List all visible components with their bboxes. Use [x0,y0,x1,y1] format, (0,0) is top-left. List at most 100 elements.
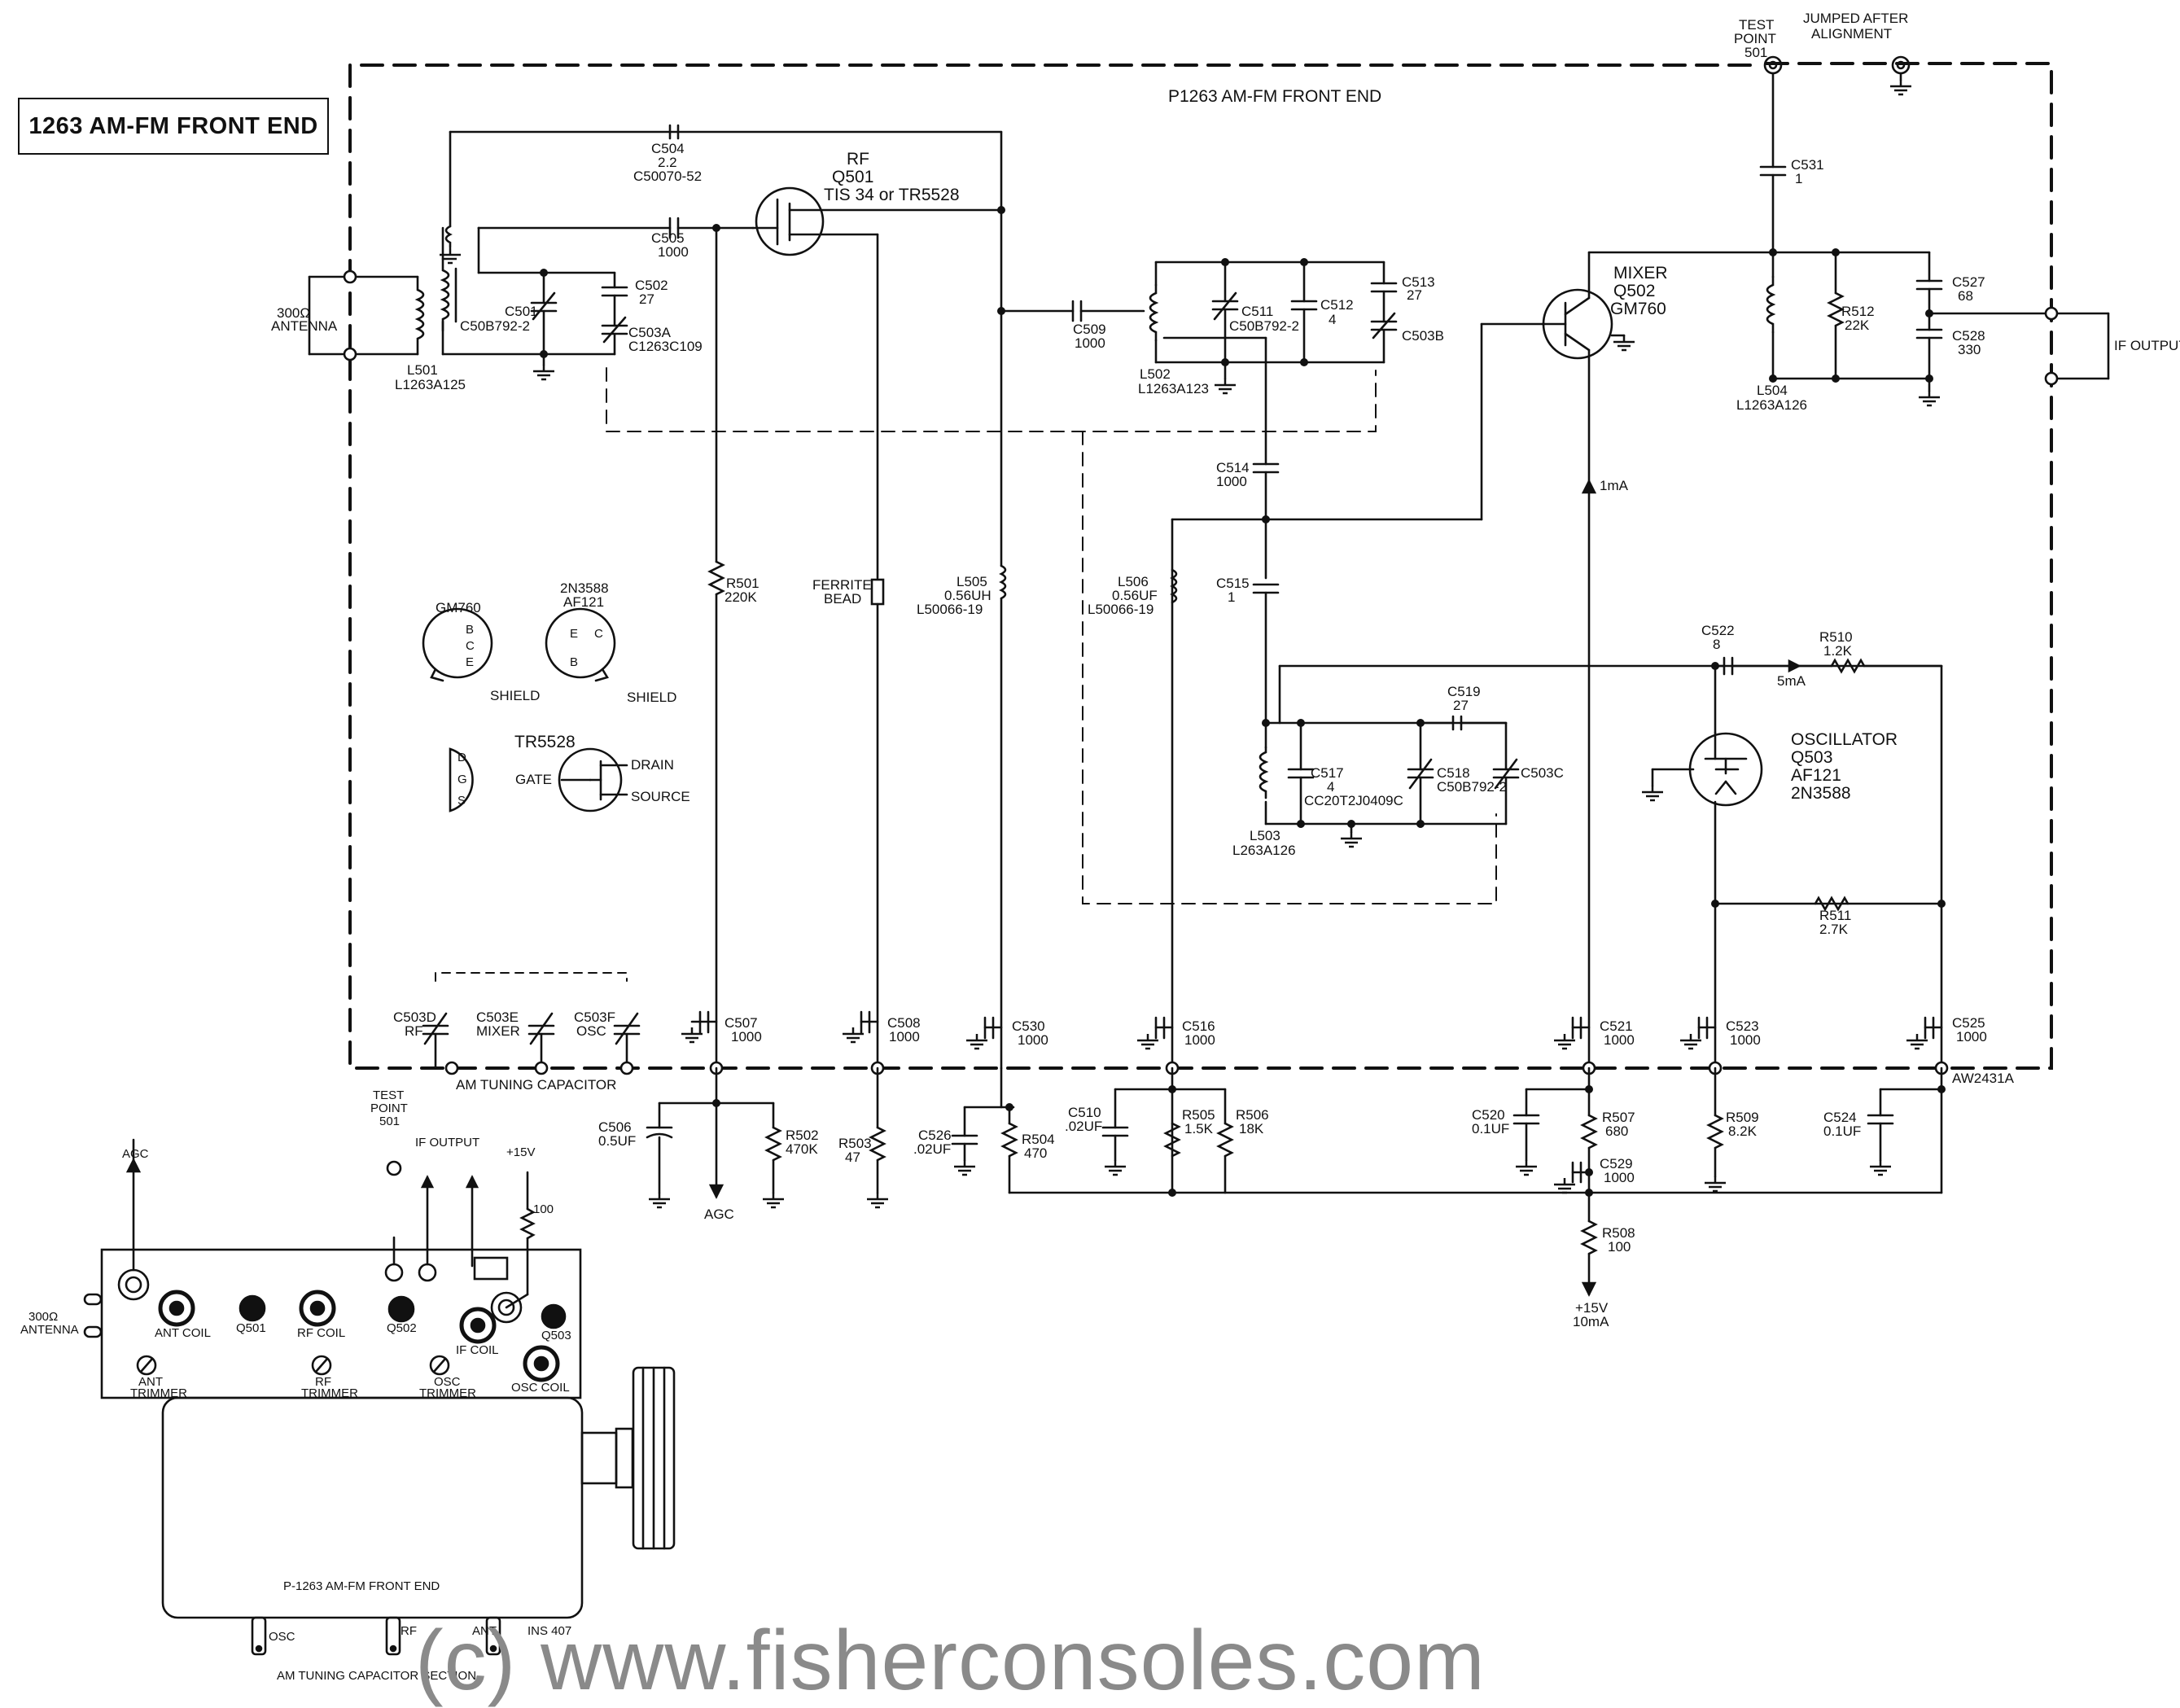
am-tuning-capacitor-label: AM TUNING CAPACITOR [456,1077,616,1093]
module-osc-trimmer-1: OSC [434,1375,461,1389]
c503f-role: OSC [576,1023,606,1039]
c521-value: 1000 [1604,1032,1635,1048]
module-section: AM TUNING CAPACITOR SECTION [277,1669,476,1683]
tr5528-pin-d: D [457,751,466,764]
r510-value: 1.2K [1823,643,1853,659]
c501-ref: C501 [505,304,538,319]
c514-ref: C514 [1216,460,1250,475]
c502-ref: C502 [635,278,668,293]
c510-ref: C510 [1068,1105,1101,1120]
c509-ref: C509 [1073,322,1106,337]
module-ant-trimmer-2: TRIMMER [130,1386,187,1400]
l505-ref: L505 [956,574,987,589]
c514-value: 1000 [1216,474,1247,489]
q503-role: OSCILLATOR [1791,730,1898,749]
tr5528-pinout-name: TR5528 [514,733,576,751]
antenna-ohms: 300Ω [277,305,310,321]
c513-ref: C513 [1402,274,1435,290]
module-box-label: P-1263 AM-FM FRONT END [283,1579,440,1593]
test-point-line2: POINT [1734,31,1776,46]
c519-ref: C519 [1447,684,1481,699]
c503d-ref: C503D [393,1009,436,1025]
module-boundary [348,62,2053,1070]
supply-voltage: +15V [1575,1300,1609,1316]
c505-value: 1000 [658,244,689,260]
module-osc-trimmer-2: TRIMMER [419,1386,476,1400]
ferrite-label-1: FERRITE [812,577,872,593]
c510-value: .02UF [1065,1119,1102,1134]
ferrite-label-2: BEAD [824,591,861,607]
af121-pinout-name-1: 2N3588 [560,580,609,596]
jumped-line1: JUMPED AFTER [1803,11,1908,26]
l506-part: L50066-19 [1088,602,1153,617]
c524-ref: C524 [1823,1110,1857,1125]
c519-value: 27 [1453,698,1469,713]
module-antenna-ohms: 300Ω [28,1310,58,1324]
c529-ref: C529 [1600,1156,1633,1172]
module-ant-trimmer-1: ANT [138,1375,163,1389]
l506-ref: L506 [1118,574,1149,589]
c518-ref: C518 [1437,765,1470,781]
c527-ref: C527 [1952,274,1985,290]
af121-pin-c: C [594,627,603,641]
c503b-ref: C503B [1402,328,1444,344]
af121-pinout-name-2: AF121 [563,594,604,610]
r510-ref: R510 [1819,629,1853,645]
antenna-label: ANTENNA [271,318,338,334]
c528-value: 330 [1958,342,1981,357]
r508-ref: R508 [1602,1225,1635,1241]
current-1ma: 1mA [1600,478,1629,493]
gm760-pin-b: B [466,623,474,637]
module-agc: AGC [122,1147,149,1161]
c516-ref: C516 [1182,1018,1215,1034]
c506-ref: C506 [598,1119,632,1135]
module-pin-rf: RF [401,1624,417,1638]
r502-ref: R502 [786,1128,819,1143]
module-antenna-label: ANTENNA [20,1323,79,1337]
module-osc-coil: OSC COIL [511,1381,570,1395]
c529-value: 1000 [1604,1170,1635,1185]
c525-value: 1000 [1956,1029,1987,1045]
r512-ref: R512 [1841,304,1875,319]
module-q502: Q502 [387,1321,417,1335]
l505-part: L50066-19 [917,602,983,617]
c530-ref: C530 [1012,1018,1045,1034]
module-rf-trimmer-1: RF [315,1375,331,1389]
module-rf-trimmer-2: TRIMMER [301,1386,358,1400]
tr5528-source: SOURCE [631,789,690,804]
c525-ref: C525 [1952,1015,1985,1031]
r506-ref: R506 [1236,1107,1269,1123]
test-point-line1: TEST [1739,17,1774,33]
c506-value: 0.5UF [598,1133,636,1149]
r504-ref: R504 [1022,1132,1055,1147]
c531-value: 1 [1795,171,1802,186]
supply-current: 10mA [1573,1314,1609,1329]
c523-value: 1000 [1730,1032,1761,1048]
c523-ref: C523 [1726,1018,1759,1034]
c511-part: C50B792-2 [1229,318,1299,334]
af121-shield: SHIELD [627,690,676,705]
l504-ref: L504 [1757,383,1788,398]
c531-ref: C531 [1791,157,1824,173]
c517-part: CC20T2J0409C [1304,793,1403,808]
q503-alt-part: 2N3588 [1791,784,1851,803]
c505-ref: C505 [651,230,685,246]
c520-value: 0.1UF [1472,1121,1509,1136]
c511-ref: C511 [1241,304,1273,319]
c515-ref: C515 [1216,576,1250,591]
c530-value: 1000 [1018,1032,1048,1048]
if-output-label: IF OUTPUT [2114,338,2180,353]
c515-value: 1 [1228,589,1235,605]
r511-ref: R511 [1819,908,1851,923]
q502-ref: Q502 [1613,282,1655,300]
af121-pin-e: E [570,627,578,641]
l502-ref: L502 [1140,366,1171,382]
r512-value: 22K [1845,318,1870,333]
c520-ref: C520 [1472,1107,1505,1123]
gm760-pin-e: E [466,655,474,669]
c507-ref: C507 [724,1015,758,1031]
module-q503: Q503 [541,1329,571,1342]
module-ins: INS 407 [527,1624,571,1638]
module-if-output: IF OUTPUT [415,1136,479,1150]
c522-value: 8 [1713,637,1720,652]
